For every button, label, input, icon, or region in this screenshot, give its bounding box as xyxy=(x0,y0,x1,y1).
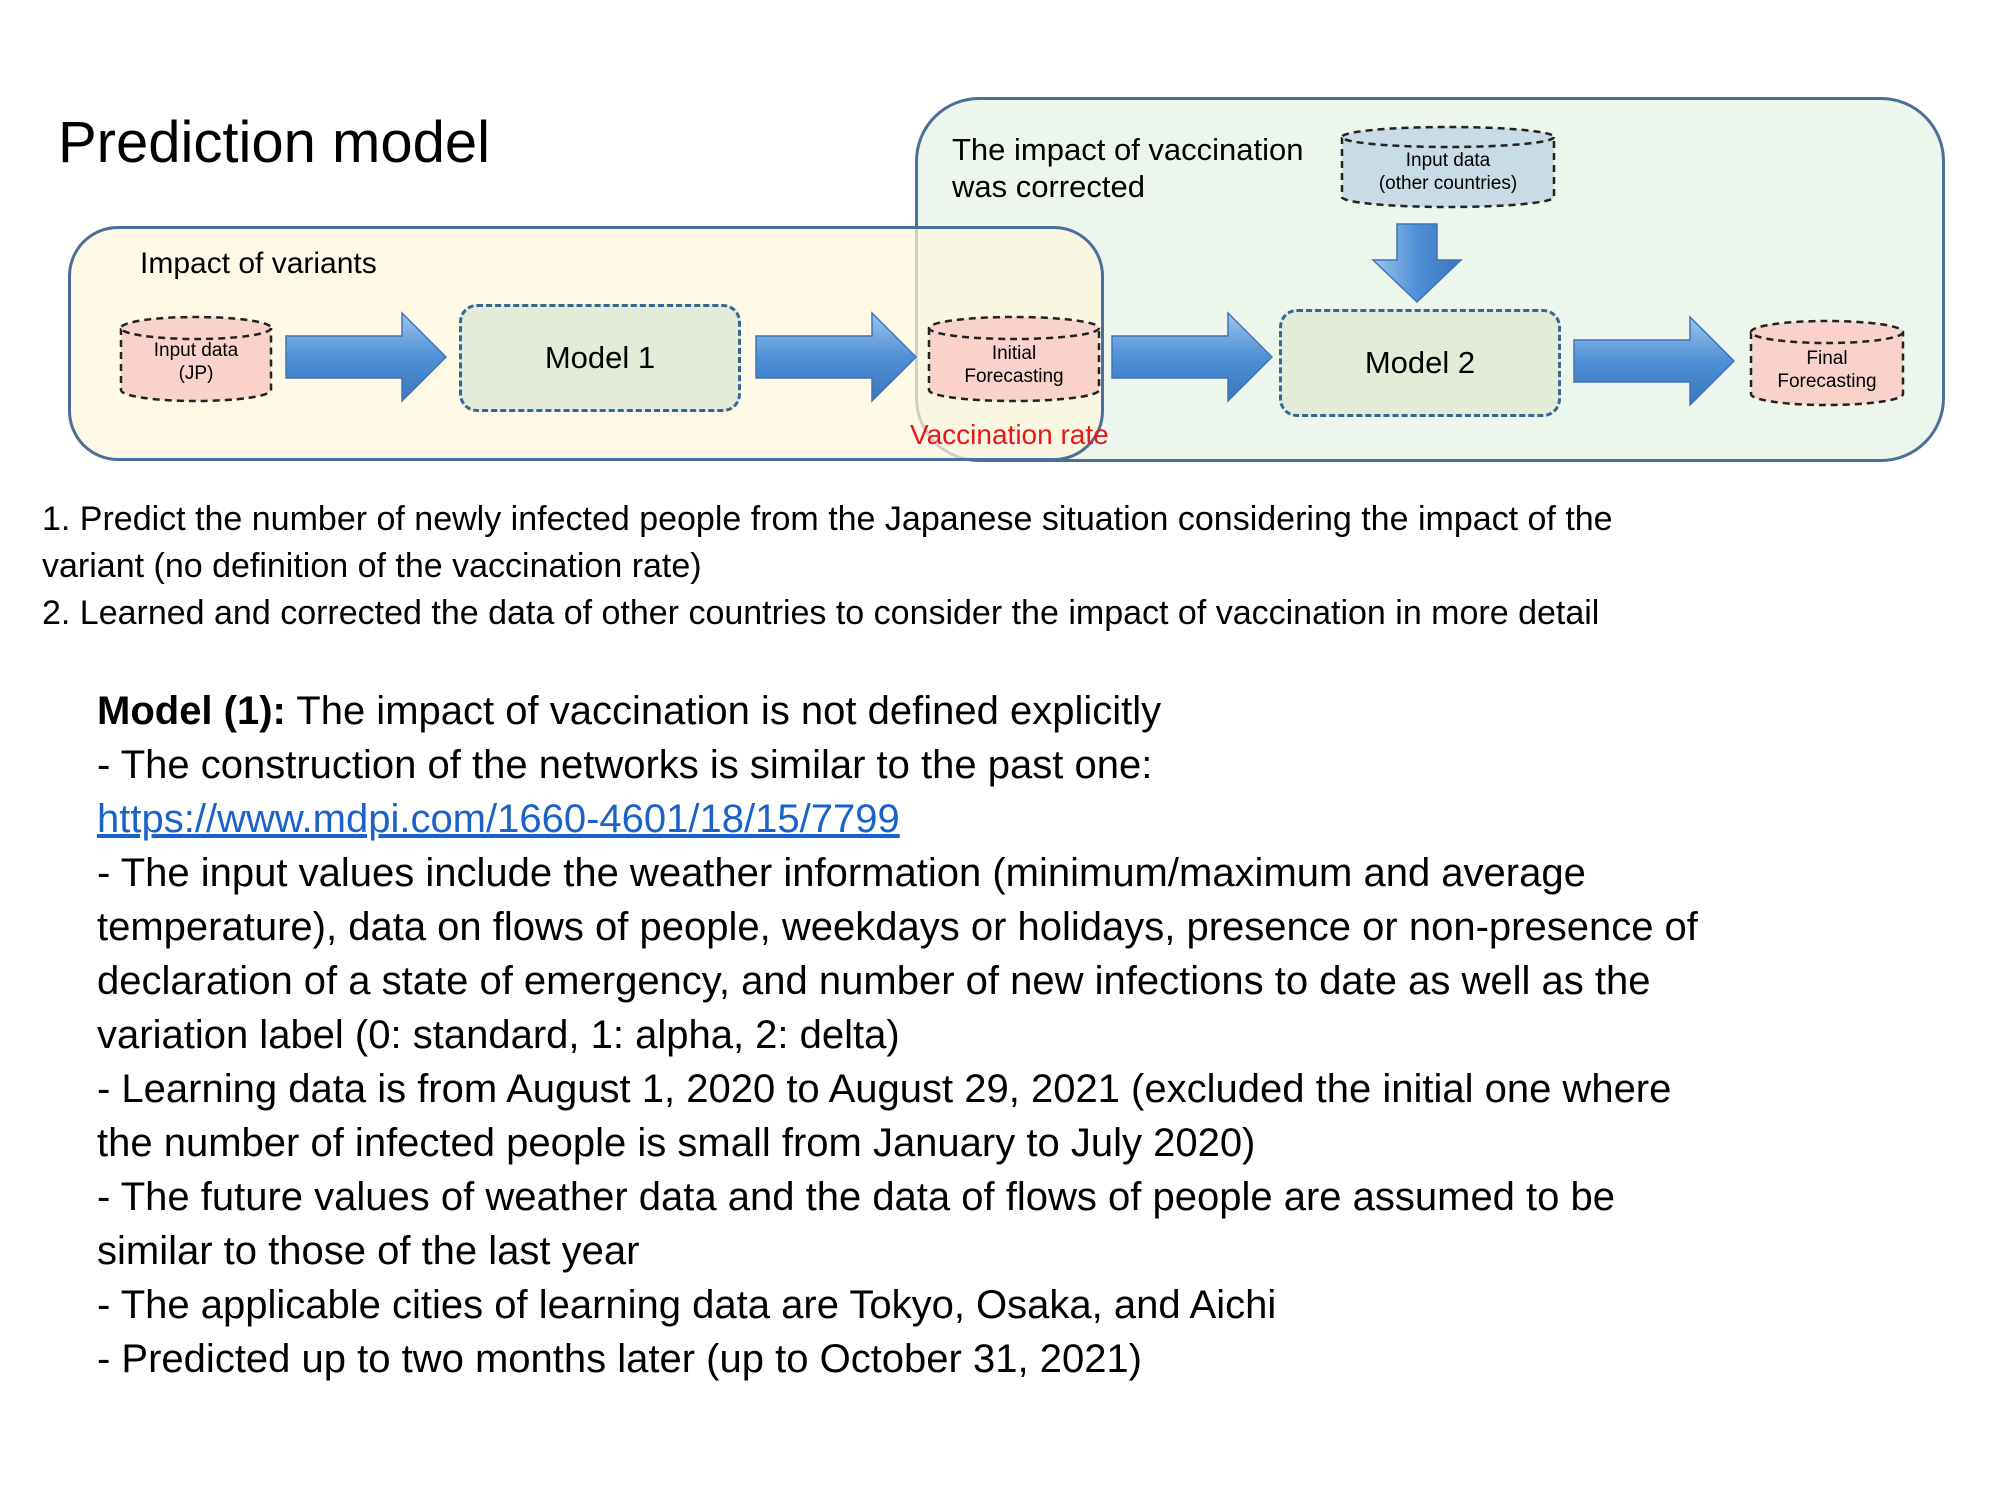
details-line: the number of infected people is small f… xyxy=(97,1121,1256,1165)
details-line: - The construction of the networks is si… xyxy=(97,743,1153,787)
step-2: 2. Learned and corrected the data of oth… xyxy=(42,594,1600,632)
variants-panel-label: Impact of variants xyxy=(140,247,377,280)
input-data-other-countries-cylinder: Input data (other countries) xyxy=(1339,124,1557,210)
vaccination-panel-label-line-2: was corrected xyxy=(952,169,1145,204)
arrow-right-2 xyxy=(754,310,918,409)
vaccination-panel-label: The impact of vaccination was corrected xyxy=(952,131,1304,205)
step-1-line-1: 1. Predict the number of newly infected … xyxy=(42,500,1613,538)
step-1-line-2: variant (no definition of the vaccinatio… xyxy=(42,547,702,585)
final-forecasting-cylinder: Final Forecasting xyxy=(1748,318,1906,408)
vaccination-rate-label: Vaccination rate xyxy=(910,419,1109,450)
final-forecasting-line-1: Final xyxy=(1806,348,1848,369)
vaccination-panel-label-line-1: The impact of vaccination xyxy=(952,132,1304,167)
input-data-jp-line-2: (JP) xyxy=(178,363,214,384)
details-line: - Learning data is from August 1, 2020 t… xyxy=(97,1067,1672,1111)
details-heading-text: The impact of vaccination is not defined… xyxy=(285,689,1162,733)
details-line: temperature), data on flows of people, w… xyxy=(97,905,1698,949)
input-data-jp-cylinder: Input data (JP) xyxy=(118,314,274,404)
details-line: similar to those of the last year xyxy=(97,1229,640,1273)
input-data-other-line-2: (other countries) xyxy=(1378,173,1518,194)
cylinder-shape xyxy=(1340,125,1556,209)
cylinder-shape xyxy=(119,315,273,403)
details-line: declaration of a state of emergency, and… xyxy=(97,959,1651,1003)
details-line: variation label (0: standard, 1: alpha, … xyxy=(97,1013,900,1057)
page-title: Prediction model xyxy=(58,110,490,175)
arrow-right-1 xyxy=(284,310,448,409)
cylinder-shape xyxy=(927,315,1101,403)
final-forecasting-line-2: Forecasting xyxy=(1777,371,1877,392)
input-data-jp-line-1: Input data xyxy=(153,340,239,361)
details-line: - The future values of weather data and … xyxy=(97,1175,1616,1219)
details-line: - The input values include the weather i… xyxy=(97,851,1586,895)
cylinder-shape xyxy=(1749,319,1905,407)
details-heading: Model (1): The impact of vaccination is … xyxy=(97,684,1957,738)
details-line: - The applicable cities of learning data… xyxy=(97,1283,1277,1327)
model-1-details: Model (1): The impact of vaccination is … xyxy=(97,684,1957,1386)
model-2-box: Model 2 xyxy=(1279,309,1561,417)
reference-link[interactable]: https://www.mdpi.com/1660-4601/18/15/779… xyxy=(97,797,900,841)
model-1-label: Model 1 xyxy=(544,340,656,375)
arrow-right-3 xyxy=(1110,310,1274,409)
model-2-label: Model 2 xyxy=(1364,345,1476,380)
details-line: - Predicted up to two months later (up t… xyxy=(97,1337,1142,1381)
input-data-other-line-1: Input data xyxy=(1405,150,1491,171)
initial-forecasting-line-2: Forecasting xyxy=(964,366,1064,387)
model-1-box: Model 1 xyxy=(459,304,741,412)
details-heading-bold: Model (1): xyxy=(97,689,286,733)
initial-forecasting-line-1: Initial xyxy=(991,343,1037,364)
reference-link-line: https://www.mdpi.com/1660-4601/18/15/779… xyxy=(97,792,1957,846)
arrow-down xyxy=(1370,222,1464,309)
steps-list: 1. Predict the number of newly infected … xyxy=(42,496,1942,637)
initial-forecasting-cylinder: Initial Forecasting xyxy=(926,314,1102,404)
arrow-right-4 xyxy=(1572,314,1736,413)
